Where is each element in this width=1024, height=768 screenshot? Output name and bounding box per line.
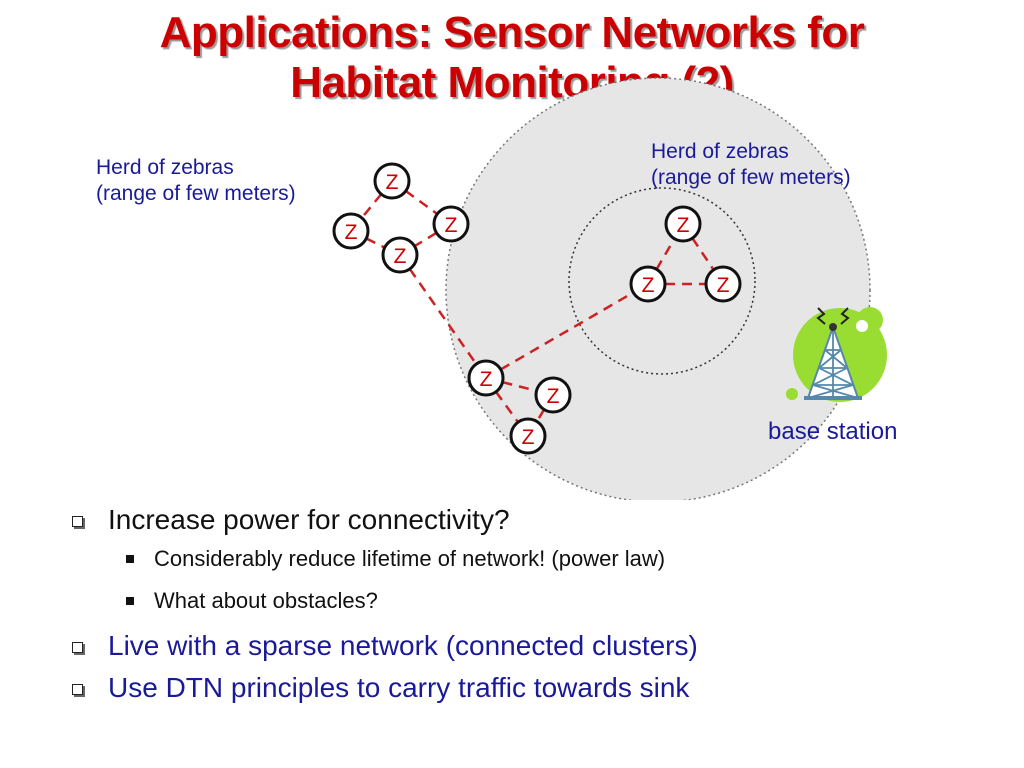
base-station-icon (786, 307, 887, 402)
base-station-label: base station (768, 418, 898, 445)
zebra-node: Z (432, 205, 470, 243)
svg-text:Z: Z (522, 426, 535, 449)
zebra-node: Z (534, 376, 572, 414)
link (398, 254, 488, 379)
hollow-square-bullet-icon (72, 684, 83, 695)
zebra-node: Z (704, 265, 742, 303)
svg-text:Z: Z (386, 171, 399, 194)
zebra-node: Z (381, 236, 419, 274)
hollow-square-bullet-icon (72, 642, 83, 653)
herd-label-left: Herd of zebras (range of few meters) (96, 155, 296, 207)
filled-square-bullet-icon (126, 597, 134, 605)
title-line-1: Applications: Sensor Networks for (159, 8, 865, 57)
svg-text:Z: Z (547, 385, 560, 408)
herd-label-right-line2: (range of few meters) (651, 166, 851, 189)
herd-label-left-line2: (range of few meters) (96, 182, 296, 205)
bullet-text: Live with a sparse network (connected cl… (108, 630, 698, 661)
zebra-node: Z (332, 212, 370, 250)
filled-square-bullet-icon (126, 555, 134, 563)
link (485, 282, 649, 380)
herd-label-right: Herd of zebras (range of few meters) (651, 139, 851, 191)
svg-text:Z: Z (345, 221, 358, 244)
sub-bullet-text: Considerably reduce lifetime of network!… (154, 546, 666, 571)
svg-text:Z: Z (717, 274, 730, 297)
svg-text:Z: Z (480, 368, 493, 391)
sub-bullet-item: Considerably reduce lifetime of network!… (70, 545, 1010, 573)
zebra-node: Z (664, 205, 702, 243)
zebra-node: Z (467, 359, 505, 397)
bullet-item: Increase power for connectivity? (70, 503, 1010, 537)
svg-text:Z: Z (445, 214, 458, 237)
sub-bullet-text: What about obstacles? (154, 588, 378, 613)
zebra-node: Z (509, 417, 547, 455)
sensor-network-diagram: Z Z Z Z Z Z Z Z Z Z (332, 77, 887, 500)
zebra-node: Z (373, 162, 411, 200)
svg-text:Z: Z (642, 274, 655, 297)
bullet-item: Use DTN principles to carry traffic towa… (70, 671, 1010, 705)
sub-bullet-item: What about obstacles? (70, 587, 1010, 615)
bullet-list: Increase power for connectivity? Conside… (70, 503, 1010, 713)
bullet-text: Use DTN principles to carry traffic towa… (108, 672, 690, 703)
herd-label-left-line1: Herd of zebras (96, 156, 234, 179)
svg-text:Z: Z (394, 245, 407, 268)
hollow-square-bullet-icon (72, 516, 83, 527)
zebra-node: Z (629, 265, 667, 303)
herd-label-right-line1: Herd of zebras (651, 140, 789, 163)
svg-text:Z: Z (677, 214, 690, 237)
bullet-item: Live with a sparse network (connected cl… (70, 629, 1010, 663)
bullet-text: Increase power for connectivity? (108, 504, 510, 535)
